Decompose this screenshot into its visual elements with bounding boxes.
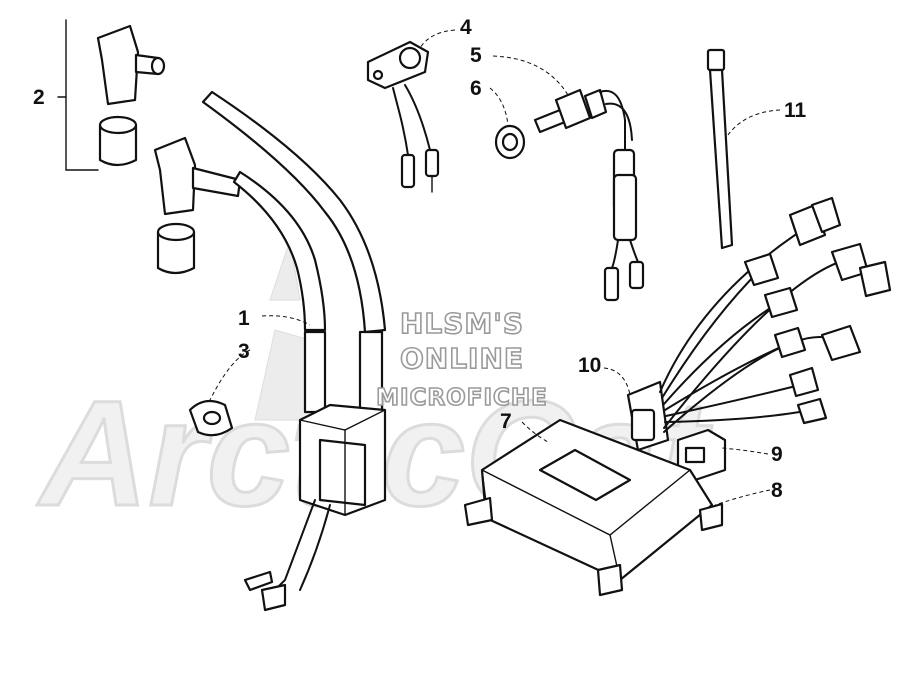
- callout-3: 3: [238, 340, 250, 363]
- callout-10: 10: [578, 354, 601, 377]
- ignition-coil-leads[interactable]: [201, 90, 387, 414]
- cable-tie[interactable]: [706, 48, 734, 250]
- sealing-washer[interactable]: [494, 124, 526, 160]
- leader-1: [261, 315, 311, 326]
- callout-2-bracket: [65, 19, 99, 171]
- leader-9: [721, 447, 769, 455]
- callout-4: 4: [460, 16, 472, 39]
- leader-8: [714, 489, 771, 506]
- coil-clamp[interactable]: [188, 399, 234, 437]
- leader-11: [727, 109, 781, 136]
- ignition-coil[interactable]: [298, 403, 387, 517]
- spark-plug-boot-upper[interactable]: [96, 24, 166, 106]
- watermark-line-2: ONLINE: [400, 342, 524, 375]
- spark-plug-boot-lower[interactable]: [153, 136, 242, 216]
- wiring-harness[interactable]: [626, 196, 892, 452]
- callout-6: 6: [470, 77, 482, 100]
- leader-10: [603, 367, 631, 396]
- leader-5: [492, 55, 569, 96]
- coil-primary-wires: [243, 499, 331, 612]
- callout-11: 11: [784, 99, 807, 122]
- callout-1: 1: [238, 307, 250, 330]
- callout-5: 5: [470, 44, 482, 67]
- leader-7: [521, 421, 549, 443]
- spark-plug-cap-lower[interactable]: [156, 222, 196, 275]
- callout-8: 8: [771, 479, 783, 502]
- spark-plug-cap-upper[interactable]: [98, 115, 138, 167]
- callout-2: 2: [33, 86, 45, 109]
- watermark-text: HLSM'S ONLINE MICROFICHE: [375, 306, 548, 412]
- callout-9: 9: [771, 443, 783, 466]
- temperature-sensor[interactable]: [366, 40, 440, 193]
- leader-6: [489, 87, 509, 126]
- leader-4: [419, 29, 456, 49]
- callout-7: 7: [500, 410, 512, 433]
- watermark-line-1: HLSM'S: [400, 307, 524, 340]
- coolant-sensor[interactable]: [533, 88, 645, 302]
- cdi-control-box[interactable]: [463, 418, 724, 597]
- watermark-line-3: MICROFICHE: [376, 385, 548, 411]
- leader-3: [209, 349, 251, 401]
